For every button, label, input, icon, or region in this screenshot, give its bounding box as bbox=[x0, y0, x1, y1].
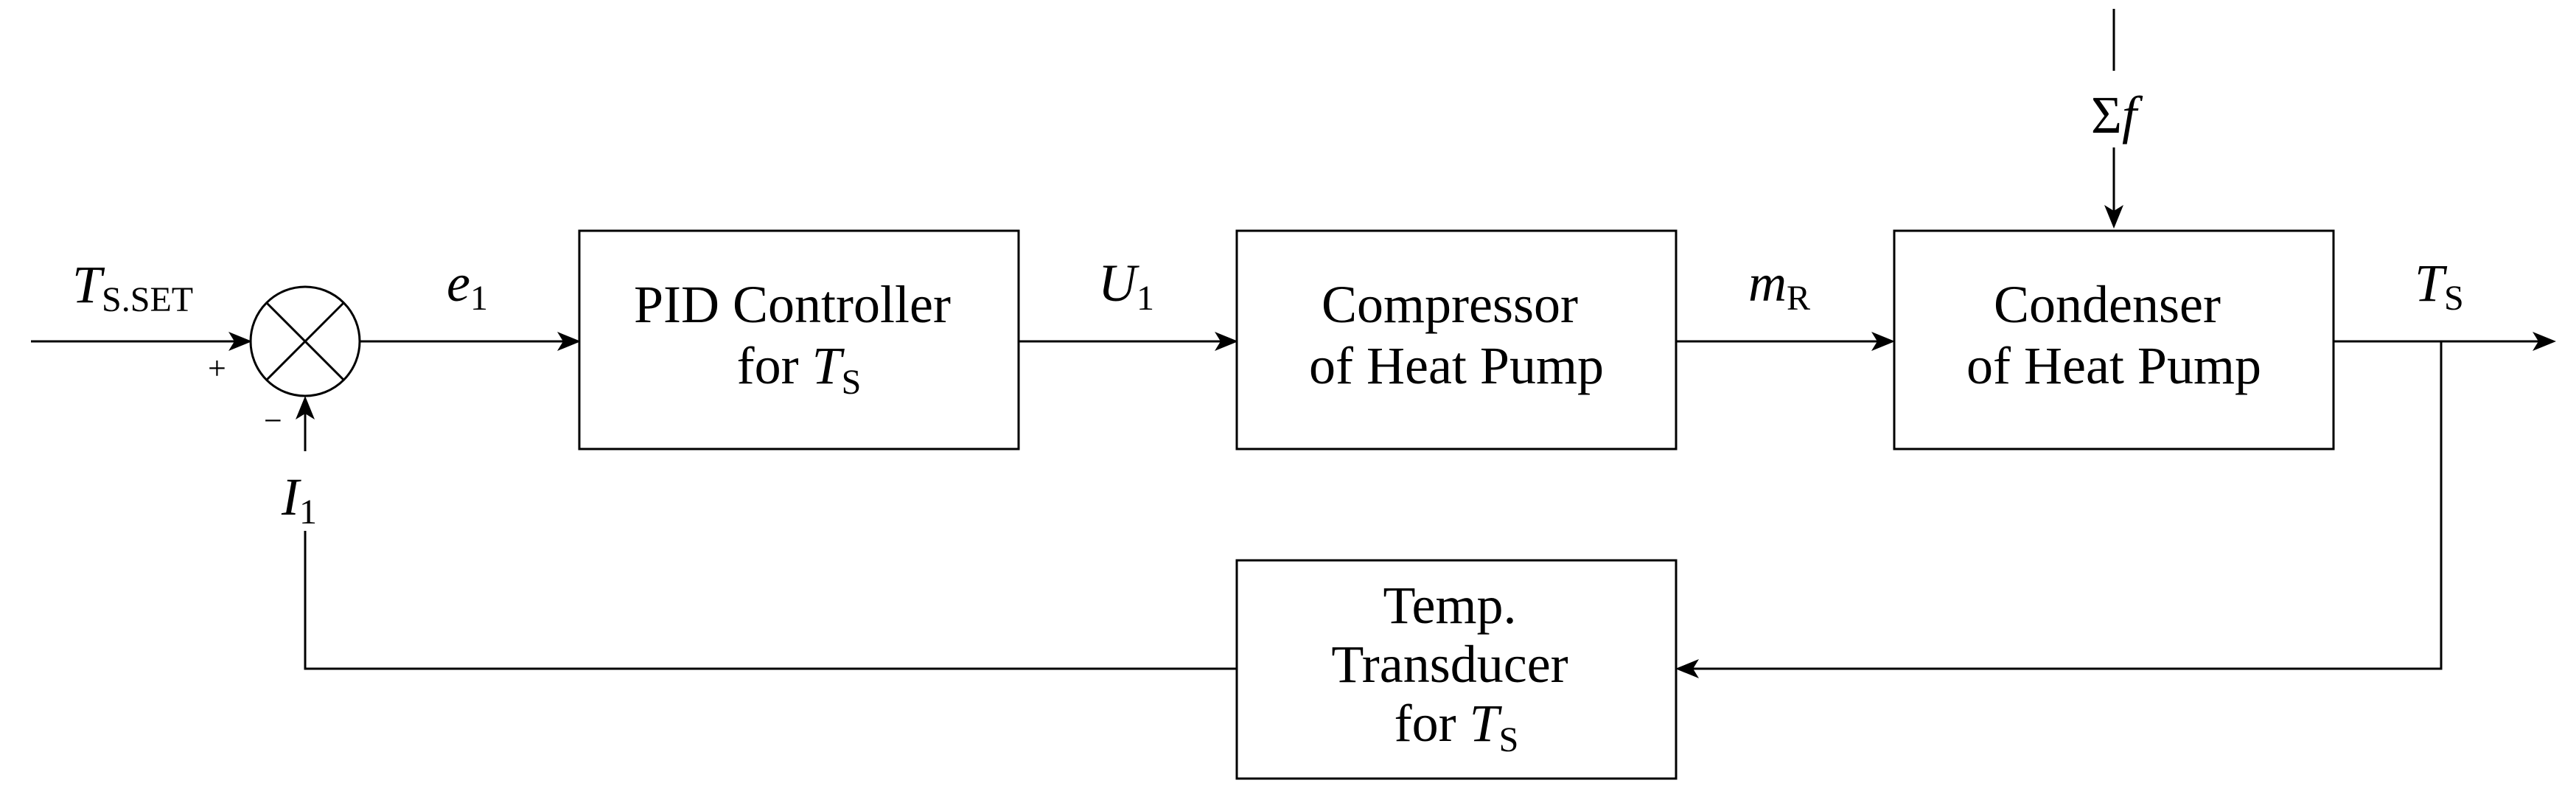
pid-block-label: PID Controller for TS bbox=[634, 275, 964, 402]
condenser-block bbox=[1893, 229, 2335, 450]
arrowhead-disturbance bbox=[2104, 205, 2123, 229]
arrowhead-output bbox=[2533, 332, 2556, 351]
arrowhead-feedback bbox=[1675, 659, 1699, 678]
signal-disturbance-label: Σf bbox=[2091, 86, 2143, 145]
plus-sign: + bbox=[208, 350, 226, 386]
transducer-line1: Temp. bbox=[1383, 576, 1517, 635]
arrowhead-feedback-junction bbox=[296, 396, 315, 420]
signal-feedback-label: I1 bbox=[281, 467, 317, 532]
transducer-block-label: Temp. Transducer for TS bbox=[1331, 576, 1581, 759]
wire-feedback-left bbox=[304, 531, 1239, 670]
signal-error-label: e1 bbox=[447, 254, 488, 318]
signal-setpoint-label: TS.SET bbox=[72, 255, 193, 319]
pid-line2: for TS bbox=[737, 336, 862, 402]
condenser-line1: Condenser bbox=[1994, 275, 2221, 334]
condenser-block-label: Condenser of Heat Pump bbox=[1966, 275, 2261, 395]
arrowhead-error bbox=[557, 332, 581, 351]
condenser-line2: of Heat Pump bbox=[1966, 336, 2261, 395]
wire-feedback-right bbox=[1689, 341, 2443, 670]
arrowhead-control bbox=[1215, 332, 1238, 351]
transducer-block bbox=[1235, 559, 1678, 780]
compressor-block-label: Compressor of Heat Pump bbox=[1309, 275, 1604, 395]
arrowhead-setpoint bbox=[228, 332, 252, 351]
compressor-line2: of Heat Pump bbox=[1309, 336, 1604, 395]
transducer-line2: Transducer bbox=[1331, 635, 1568, 694]
signal-control-label: U1 bbox=[1098, 254, 1154, 318]
arrowhead-mass-flow bbox=[1871, 332, 1895, 351]
summing-junction bbox=[249, 285, 361, 397]
compressor-line1: Compressor bbox=[1322, 275, 1578, 334]
pid-controller-block bbox=[578, 229, 1020, 450]
signal-mass-flow-label: mR bbox=[1748, 254, 1810, 318]
transducer-line3: for TS bbox=[1395, 694, 1519, 759]
signal-output-label: TS bbox=[2415, 254, 2464, 318]
compressor-block bbox=[1235, 229, 1678, 450]
pid-line1: PID Controller bbox=[634, 275, 951, 334]
minus-sign: − bbox=[264, 403, 282, 439]
